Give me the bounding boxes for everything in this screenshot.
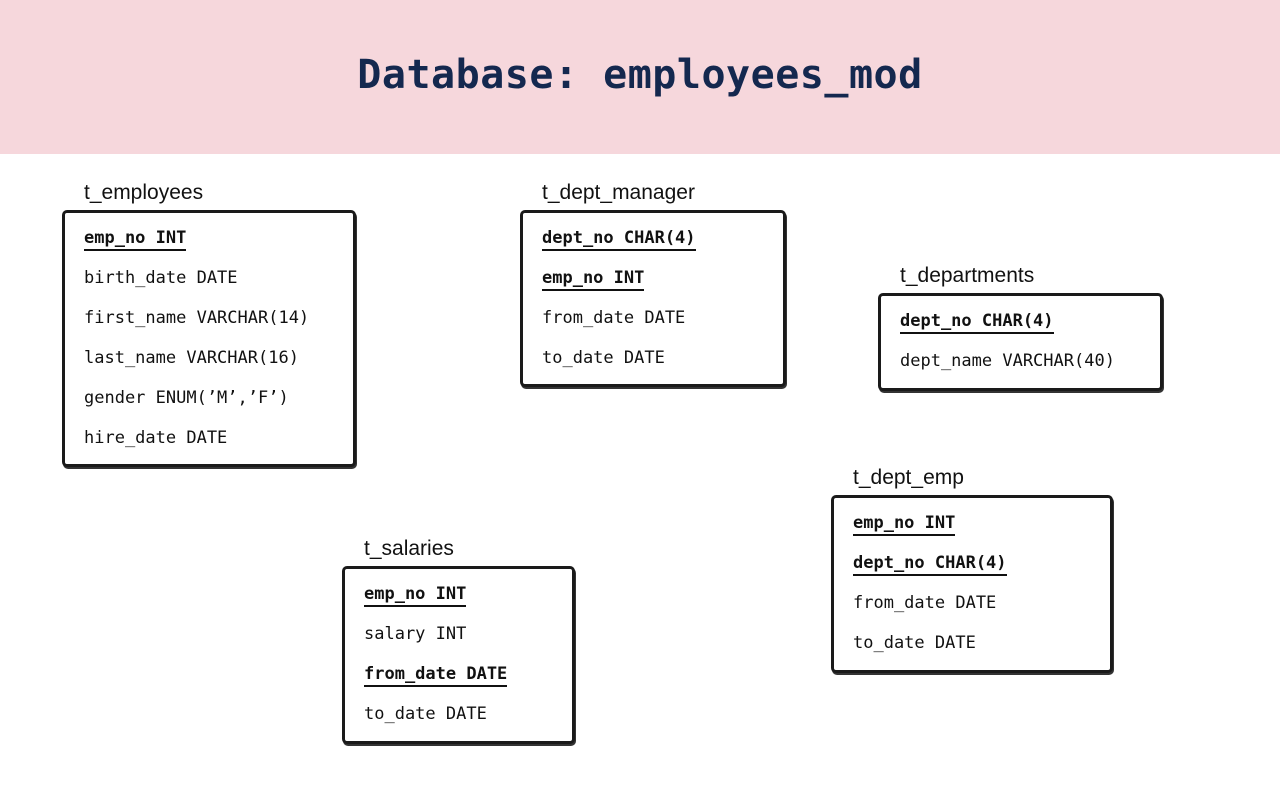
- table-name: t_dept_emp: [853, 466, 964, 489]
- field-emp-no: emp_no INT: [542, 264, 696, 304]
- table-name: t_employees: [84, 181, 204, 204]
- field-last-name: last_name VARCHAR(16): [84, 348, 299, 368]
- field-emp-no: emp_no INT: [853, 509, 1007, 549]
- table-t-dept-manager: t_dept_manager dept_no CHAR(4) emp_no IN…: [520, 181, 786, 387]
- field-dept-no: dept_no CHAR(4): [853, 549, 1007, 589]
- field-from-date: from_date DATE: [364, 660, 508, 700]
- field-gender: gender ENUM(’M’,’F’): [84, 388, 289, 408]
- field-emp-no: emp_no INT: [84, 224, 309, 264]
- table-name: t_dept_manager: [542, 181, 695, 204]
- table-box: [878, 293, 1163, 391]
- table-t-dept-emp: t_dept_emp emp_no INT dept_no CHAR(4) fr…: [831, 466, 1113, 673]
- table-name: t_departments: [900, 264, 1035, 287]
- table-t-salaries: t_salaries emp_no INT salary INT from_da…: [342, 537, 575, 744]
- field-birth-date: birth_date DATE: [84, 268, 238, 288]
- table-box: [62, 210, 356, 467]
- table-box: [831, 495, 1113, 673]
- table-name: t_salaries: [364, 537, 454, 560]
- table-t-departments: t_departments dept_no CHAR(4) dept_name …: [878, 264, 1163, 391]
- field-from-date: from_date DATE: [853, 593, 997, 613]
- field-hire-date: hire_date DATE: [84, 428, 228, 448]
- field-to-date: to_date DATE: [542, 348, 665, 368]
- table-t-employees: t_employees emp_no INT birth_date DATE f…: [62, 181, 356, 467]
- field-emp-no: emp_no INT: [364, 580, 507, 620]
- field-from-date: from_date DATE: [542, 308, 686, 328]
- table-box: [342, 566, 575, 744]
- field-salary: salary INT: [364, 624, 467, 644]
- page-title: Database: employees_mod: [357, 52, 923, 98]
- field-dept-no: dept_no CHAR(4): [542, 224, 696, 264]
- field-first-name: first_name VARCHAR(14): [84, 308, 310, 328]
- field-to-date: to_date DATE: [364, 704, 487, 724]
- title-banner: Database: employees_mod: [0, 0, 1280, 154]
- field-dept-no: dept_no CHAR(4): [900, 307, 1115, 347]
- field-dept-name: dept_name VARCHAR(40): [900, 351, 1115, 371]
- table-box: [520, 210, 786, 387]
- field-to-date: to_date DATE: [853, 633, 976, 653]
